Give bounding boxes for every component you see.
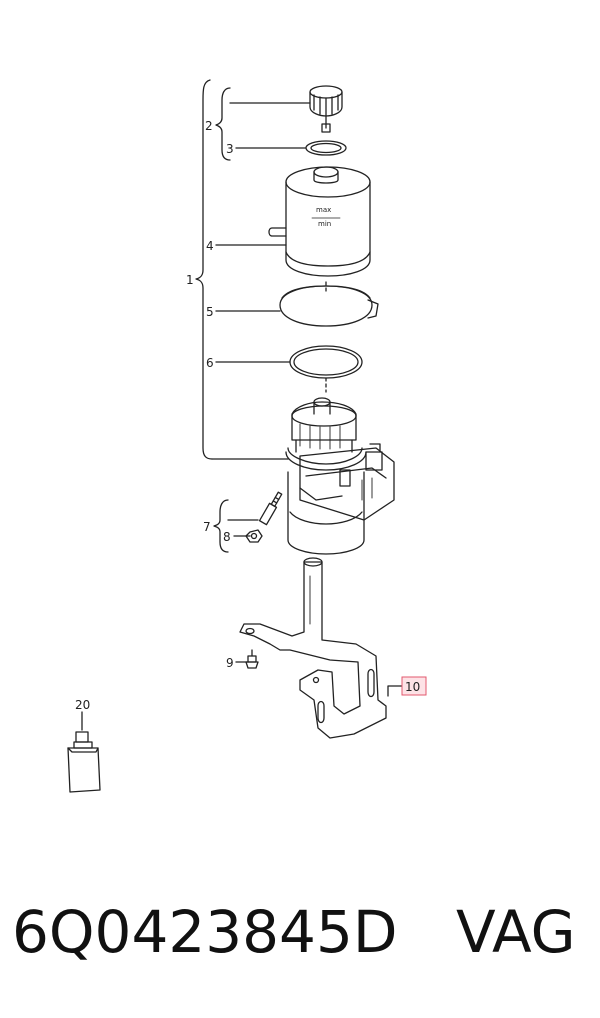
hydraulic-oil-bottle bbox=[67, 731, 101, 793]
callout-1[interactable]: 1 bbox=[186, 273, 194, 287]
reservoir-max-mark: max bbox=[316, 206, 331, 214]
callout-20[interactable]: 20 bbox=[75, 698, 90, 712]
callout-3[interactable]: 3 bbox=[226, 142, 234, 156]
callout-4[interactable]: 4 bbox=[206, 239, 214, 253]
nut bbox=[245, 529, 263, 543]
callout-8[interactable]: 8 bbox=[223, 530, 231, 544]
bracket-group-7 bbox=[213, 499, 229, 553]
brand-label: VAG bbox=[456, 898, 576, 966]
callout-10[interactable]: 10 bbox=[405, 680, 420, 694]
callout-6[interactable]: 6 bbox=[206, 356, 214, 370]
pump-assembly bbox=[285, 397, 395, 555]
fluid-reservoir bbox=[268, 166, 371, 277]
mounting-bracket bbox=[239, 557, 387, 739]
bracket-group-1 bbox=[195, 79, 213, 460]
bracket-screw bbox=[245, 649, 259, 669]
part-number: 6Q0423845D bbox=[12, 898, 398, 966]
reservoir-cap bbox=[309, 85, 343, 133]
callout-10-highlight bbox=[401, 676, 427, 696]
reservoir-seal-ring bbox=[289, 345, 363, 379]
reservoir-min-mark: min bbox=[318, 220, 331, 228]
leader-line-10 bbox=[387, 685, 403, 697]
callout-2[interactable]: 2 bbox=[205, 119, 213, 133]
bracket-group-2 bbox=[215, 87, 231, 161]
callout-9[interactable]: 9 bbox=[226, 656, 234, 670]
mounting-bolt bbox=[258, 491, 283, 526]
callout-7[interactable]: 7 bbox=[203, 520, 211, 534]
clamp-band bbox=[279, 281, 379, 327]
callout-5[interactable]: 5 bbox=[206, 305, 214, 319]
parts-diagram: max min 2 3 4 1 5 6 7 8 9 10 20 bbox=[67, 79, 427, 793]
cap-seal-ring bbox=[305, 140, 347, 156]
